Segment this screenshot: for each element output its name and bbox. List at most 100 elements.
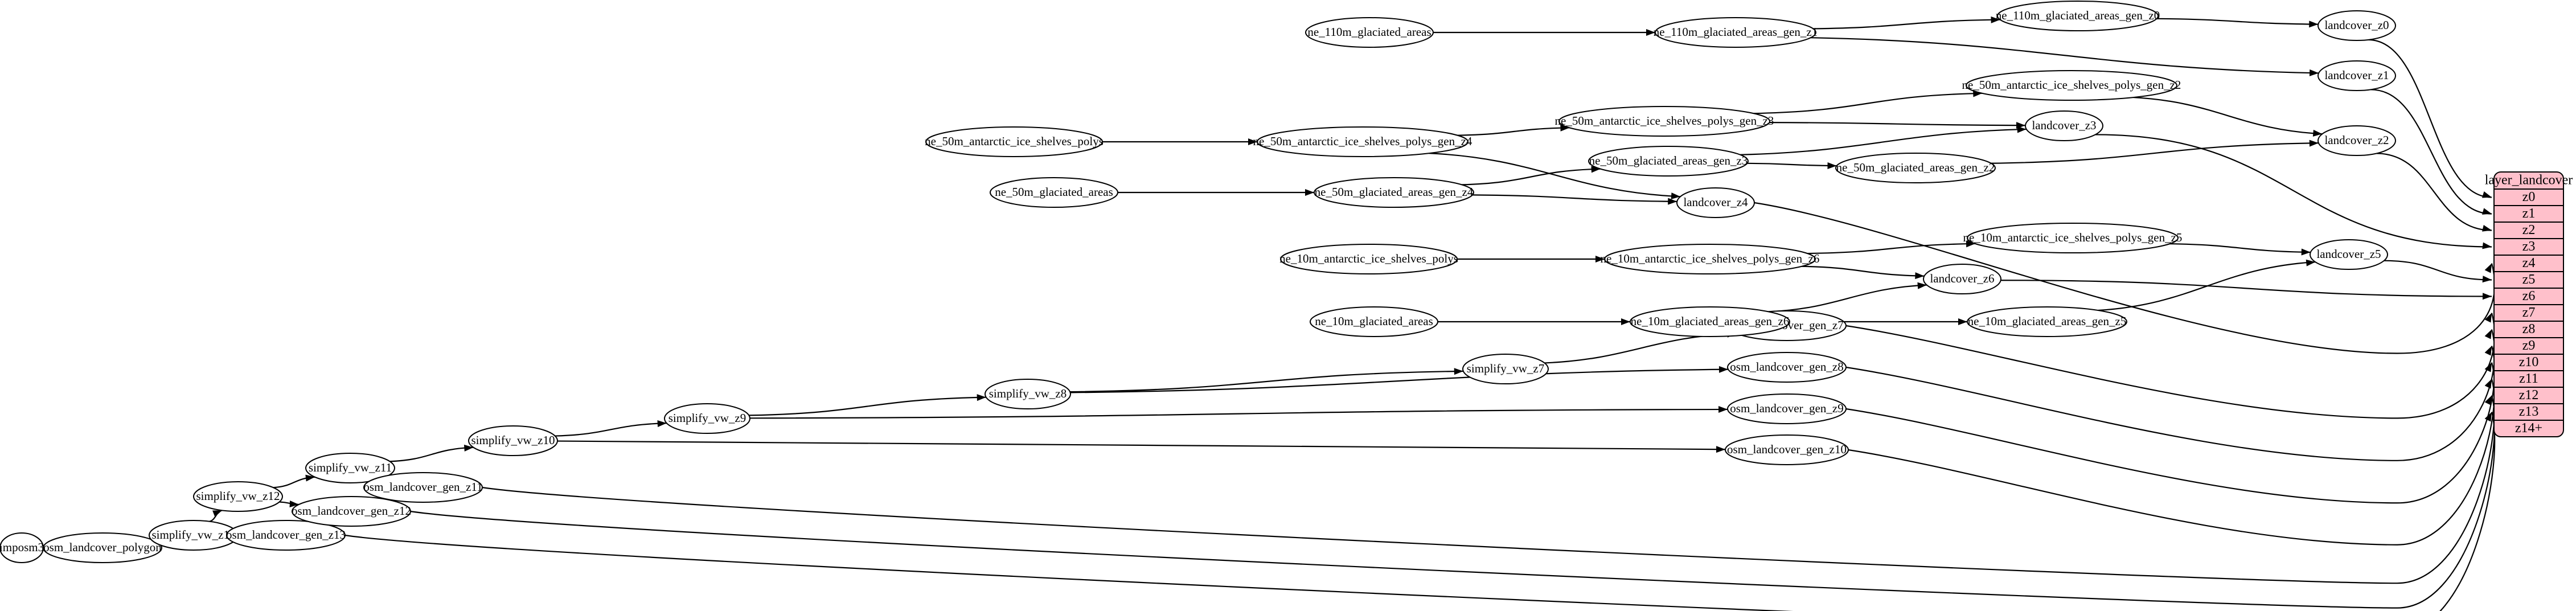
node-ne_50m_glaciated_areas_gen_z3[interactable]: ne_50m_glaciated_areas_gen_z3 [1588, 146, 1749, 177]
node-ne_50m_antarctic_ice_shelves_polys_gen_z2[interactable]: ne_50m_antarctic_ice_shelves_polys_gen_z… [1962, 70, 2181, 101]
node-landcover_z2[interactable]: landcover_z2 [2317, 125, 2396, 156]
node-osm_landcover_gen_z13[interactable]: osm_landcover_gen_z13 [226, 520, 346, 551]
edge-ne_10m_antarctic_ice_shelves_polys_gen_z6-to-landcover_z6 [1802, 265, 1925, 280]
edge-path [1807, 243, 1976, 255]
node-osm_landcover_gen_z10[interactable]: osm_landcover_gen_z10 [1725, 434, 1849, 465]
table-row-z6[interactable]: z6 [2522, 289, 2536, 304]
edge-arrowhead [2312, 129, 2323, 137]
node-label: landcover_z1 [2324, 68, 2389, 82]
edge-path [1429, 153, 1681, 198]
edge-arrowhead [2482, 293, 2492, 300]
node-landcover_z0[interactable]: landcover_z0 [2317, 10, 2396, 41]
node-landcover_z1[interactable]: landcover_z1 [2317, 60, 2396, 91]
node-ne_10m_glaciated_areas[interactable]: ne_10m_glaciated_areas [1310, 306, 1438, 337]
edge-ne_110m_glaciated_areas_gen_z0-to-landcover_z0 [2156, 18, 2319, 28]
node-label: osm_landcover_gen_z8 [1730, 360, 1843, 374]
edge-arrowhead [2309, 140, 2319, 147]
node-ne_110m_glaciated_areas_gen_z0[interactable]: ne_110m_glaciated_areas_gen_z0 [1996, 1, 2160, 31]
node-simplify_vw_z12[interactable]: simplify_vw_z12 [193, 481, 283, 512]
node-simplify_vw_z7[interactable]: simplify_vw_z7 [1462, 354, 1549, 384]
node-ellipse [1727, 393, 1847, 424]
node-ellipse [1310, 306, 1438, 337]
node-simplify_vw_z8[interactable]: simplify_vw_z8 [985, 379, 1071, 409]
node-landcover_z4[interactable]: landcover_z4 [1676, 187, 1755, 218]
table-row-z12[interactable]: z12 [2519, 388, 2539, 403]
node-ne_50m_antarctic_ice_shelves_polys[interactable]: ne_50m_antarctic_ice_shelves_polys [925, 126, 1104, 157]
table-row-z13[interactable]: z13 [2519, 404, 2539, 419]
edge-arrowhead [1671, 192, 1681, 200]
node-ellipse [1257, 126, 1469, 157]
node-simplify_vw_z11[interactable]: simplify_vw_z11 [305, 453, 395, 483]
node-simplify_vw_z13[interactable]: simplify_vw_z13 [149, 520, 239, 551]
edge-osm_landcover_gen_z12-to-layer_landcover_z12 [410, 395, 2496, 609]
node-ne_10m_antarctic_ice_shelves_polys_gen_z5[interactable]: ne_10m_antarctic_ice_shelves_polys_gen_z… [1963, 223, 2183, 253]
edge-path [1991, 142, 2319, 164]
node-ellipse [664, 403, 750, 434]
table-row-z14+[interactable]: z14+ [2515, 421, 2542, 436]
node-label: ne_10m_glaciated_areas_gen_z6 [1631, 314, 1790, 328]
edge-path [1769, 284, 1927, 313]
node-landcover_z6[interactable]: landcover_z6 [1923, 264, 2001, 294]
edge-arrowhead [2481, 208, 2492, 215]
node-ne_10m_glaciated_areas_gen_z6[interactable]: ne_10m_glaciated_areas_gen_z6 [1630, 306, 1790, 337]
node-landcover_z3[interactable]: landcover_z3 [2025, 110, 2103, 141]
node-label: osm_landcover_gen_z9 [1730, 401, 1843, 415]
node-label: landcover_z0 [2324, 18, 2389, 32]
edge-arrowhead [1646, 29, 1655, 36]
edge-arrowhead [212, 510, 223, 517]
edge-simplify_vw_z9-to-simplify_vw_z8 [749, 394, 986, 416]
edge-arrowhead [1827, 162, 1837, 169]
node-ne_10m_antarctic_ice_shelves_polys[interactable]: ne_10m_antarctic_ice_shelves_polys [1279, 244, 1458, 274]
edge-path [1845, 346, 2496, 504]
edge-path [749, 408, 1728, 419]
node-ellipse [1835, 153, 1996, 183]
edge-ne_10m_antarctic_ice_shelves_polys_gen_z6-to-ne_10m_antarctic_ice_shelves_polys_gen_z5 [1807, 240, 1976, 255]
node-osm_landcover_gen_z9[interactable]: osm_landcover_gen_z9 [1727, 393, 1847, 424]
edge-path [2156, 18, 2319, 25]
edge-ne_50m_glaciated_areas_gen_z4-to-ne_50m_glaciated_areas_gen_z3 [1462, 166, 1601, 186]
edge-path [2169, 243, 2311, 253]
node-ne_10m_glaciated_areas_gen_z5[interactable]: ne_10m_glaciated_areas_gen_z5 [1967, 306, 2127, 337]
node-simplify_vw_z9[interactable]: simplify_vw_z9 [664, 403, 750, 434]
table-row-z10[interactable]: z10 [2519, 355, 2539, 370]
node-ellipse [1604, 244, 1816, 274]
node-osm_landcover_gen_z12[interactable]: osm_landcover_gen_z12 [292, 496, 411, 527]
table-row-z5[interactable]: z5 [2522, 272, 2536, 287]
node-ne_50m_glaciated_areas_gen_z2[interactable]: ne_50m_glaciated_areas_gen_z2 [1835, 153, 1996, 183]
node-ne_50m_antarctic_ice_shelves_polys_gen_z4[interactable]: ne_50m_antarctic_ice_shelves_polys_gen_z… [1253, 126, 1472, 157]
node-ne_50m_glaciated_areas[interactable]: ne_50m_glaciated_areas [990, 177, 1118, 208]
table-row-z1[interactable]: z1 [2522, 206, 2536, 221]
edge-ne_110m_glaciated_areas-to-ne_110m_glaciated_areas_gen_z1 [1433, 29, 1655, 36]
node-ne_10m_antarctic_ice_shelves_polys_gen_z6[interactable]: ne_10m_antarctic_ice_shelves_polys_gen_z… [1601, 244, 1820, 274]
node-ellipse [1997, 1, 2159, 31]
node-osm_landcover_gen_z8[interactable]: osm_landcover_gen_z8 [1727, 352, 1847, 383]
node-osm_landcover_polygon[interactable]: osm_landcover_polygon [43, 532, 162, 563]
table-row-z2[interactable]: z2 [2522, 223, 2536, 237]
table-row-z3[interactable]: z3 [2522, 239, 2536, 254]
node-ne_110m_glaciated_areas[interactable]: ne_110m_glaciated_areas [1305, 17, 1434, 48]
node-ne_50m_antarctic_ice_shelves_polys_gen_z3[interactable]: ne_50m_antarctic_ice_shelves_polys_gen_z… [1555, 106, 1774, 137]
edge-arrowhead [289, 501, 299, 508]
table-row-z11[interactable]: z11 [2519, 371, 2538, 386]
table-row-z9[interactable]: z9 [2522, 338, 2536, 353]
node-landcover_z5[interactable]: landcover_z5 [2310, 239, 2388, 270]
node-label: osm_landcover_gen_z11 [363, 480, 482, 494]
node-osm_landcover_gen_z11[interactable]: osm_landcover_gen_z11 [363, 472, 483, 503]
table-row-z8[interactable]: z8 [2522, 322, 2536, 337]
node-label: landcover_z2 [2324, 133, 2389, 147]
table-row-z4[interactable]: z4 [2522, 256, 2536, 270]
node-ne_110m_glaciated_areas_gen_z1[interactable]: ne_110m_glaciated_areas_gen_z1 [1654, 17, 1818, 48]
node-simplify_vw_z10[interactable]: simplify_vw_z10 [468, 425, 558, 456]
edge-landcover_z5-to-layer_landcover_z5 [2384, 260, 2492, 283]
node-ne_50m_glaciated_areas_gen_z4[interactable]: ne_50m_glaciated_areas_gen_z4 [1314, 177, 1474, 208]
table-row-z7[interactable]: z7 [2522, 305, 2536, 320]
table-row-z0[interactable]: z0 [2522, 190, 2536, 204]
edge-landcover_z4-to-layer_landcover_z4 [1754, 202, 2496, 354]
edge-arrowhead [2482, 276, 2492, 283]
edge-path [482, 379, 2496, 584]
node-ellipse [1923, 264, 2001, 294]
node-imposm3[interactable]: imposm3 [0, 532, 44, 563]
node-label: ne_10m_antarctic_ice_shelves_polys [1279, 252, 1458, 265]
